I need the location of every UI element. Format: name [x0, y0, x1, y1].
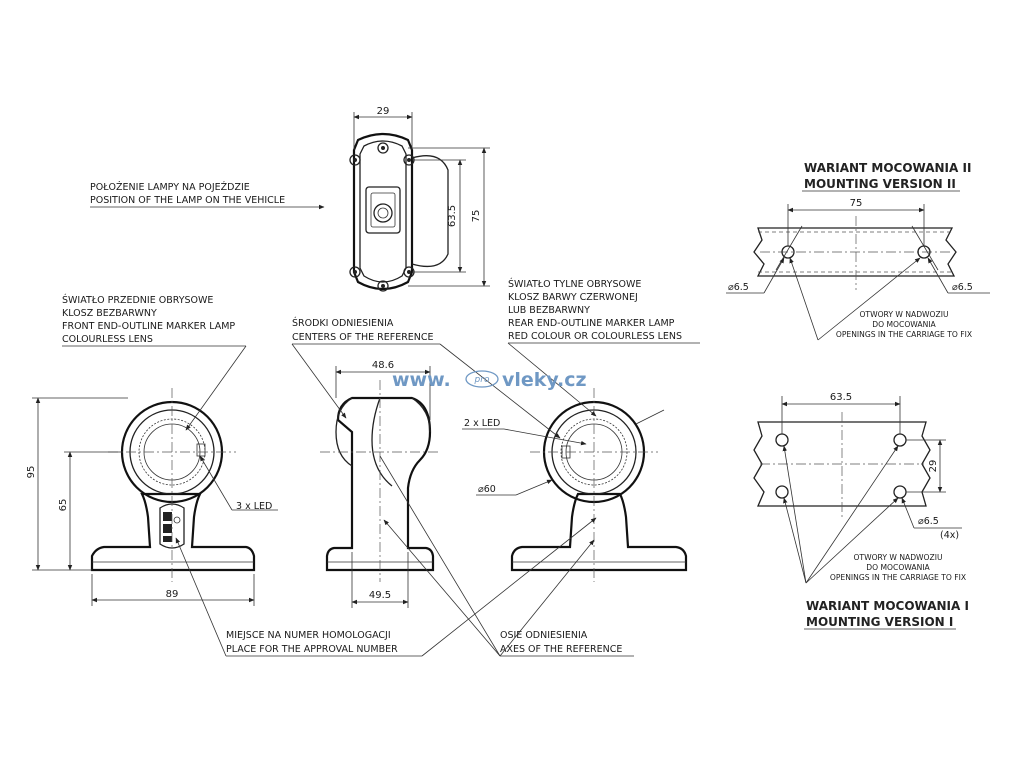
rear-diameter-label: ⌀60 — [478, 484, 496, 495]
mounting-version-1: 63.5 29 ⌀6.5 (4x) OTWORY W NADWOZIU DO M… — [753, 392, 969, 630]
mounting-v2-openings-line1: OTWORY W NADWOZIU — [859, 310, 948, 319]
centers-label-pl: ŚRODKI ODNIESIENIA — [292, 317, 394, 329]
rear-lamp-line5: RED COLOUR OR COLOURLESS LENS — [508, 331, 682, 342]
watermark-badge-ring — [465, 370, 499, 388]
side-view: 48.6 49.5 — [320, 360, 440, 608]
mounting-v1-dim-height: 29 — [928, 460, 939, 473]
mounting-v1-hole-bl — [775, 485, 789, 499]
dim-top-outer: 75 — [471, 210, 482, 223]
mounting-v2-dim-spacing: 75 — [850, 198, 863, 209]
front-led-mark — [196, 443, 206, 457]
mounting-v1-openings-line2: DO MOCOWANIA — [866, 563, 930, 572]
position-label-pl: POŁOŻENIE LAMPY NA POJEŹDZIE — [90, 181, 250, 193]
mounting-v1-title-en: MOUNTING VERSION I — [806, 615, 953, 629]
side-view-body — [325, 396, 435, 572]
mounting-v2-hole-right-label: ⌀6.5 — [952, 282, 973, 293]
mounting-v1-openings-line3: OPENINGS IN THE CARRIAGE TO FIX — [830, 573, 966, 582]
watermark: www. pro vleky.cz — [392, 369, 587, 391]
top-view-inner — [359, 140, 407, 283]
rear-led-label: 2 x LED — [464, 418, 500, 429]
side-lens-front — [335, 397, 353, 467]
rear-lamp-stand — [510, 492, 688, 572]
dim-front-total-height: 95 — [26, 466, 37, 479]
centers-label-en: CENTERS OF THE REFERENCE — [292, 332, 434, 343]
rear-lamp-line3: LUB BEZBARWNY — [508, 305, 590, 316]
front-lamp-line3: FRONT END-OUTLINE MARKER LAMP — [62, 321, 235, 332]
mounting-v1-title-pl: WARIANT MOCOWANIA I — [806, 599, 969, 613]
mounting-version-2: WARIANT MOCOWANIA II MOUNTING VERSION II… — [726, 161, 990, 341]
dim-side-base-width: 49.5 — [369, 590, 391, 601]
mounting-v1-hole-tl — [775, 433, 789, 447]
mounting-v1-hole-diameter: ⌀6.5 — [918, 516, 939, 527]
dim-front-base-width: 89 — [166, 589, 179, 600]
dim-top-inner: 63.5 — [447, 205, 458, 227]
axes-label-en: AXES OF THE REFERENCE — [500, 644, 622, 655]
axes-of-reference: OSIE ODNIESIENIA AXES OF THE REFERENCE — [379, 455, 634, 657]
approval-label-pl: MIEJSCE NA NUMER HOMOLOGACJI — [226, 630, 391, 641]
top-view-arm — [411, 155, 449, 268]
rear-lamp-line1: ŚWIATŁO TYLNE OBRYSOWE — [508, 278, 641, 290]
dim-top-width: 29 — [377, 106, 390, 117]
mounting-v1-dim-spacing: 63.5 — [830, 392, 852, 403]
watermark-prefix: www. — [392, 369, 451, 391]
side-housing-curve — [371, 397, 393, 487]
approval-number: MIEJSCE NA NUMER HOMOLOGACJI PLACE FOR T… — [175, 517, 597, 657]
front-lamp-view: 95 65 89 3 x LED ŚWIATŁO PRZEDNIE OBRYSO… — [26, 294, 278, 606]
front-led-label: 3 x LED — [236, 501, 272, 512]
mounting-v1-hole-tr — [893, 433, 907, 447]
mounting-v1-hole-br — [893, 485, 907, 499]
watermark-badge: pro — [474, 375, 490, 385]
side-lens-rear — [411, 397, 431, 433]
position-label-en: POSITION OF THE LAMP ON THE VEHICLE — [90, 195, 285, 206]
approval-label-en: PLACE FOR THE APPROVAL NUMBER — [226, 644, 398, 655]
centers-of-reference: ŚRODKI ODNIESIENIA CENTERS OF THE REFERE… — [291, 317, 561, 439]
mounting-v2-hole-left-label: ⌀6.5 — [728, 282, 749, 293]
dim-front-axis-height: 65 — [58, 499, 69, 512]
mounting-v2-title-pl: WARIANT MOCOWANIA II — [804, 161, 971, 175]
rear-lamp-line4: REAR END-OUTLINE MARKER LAMP — [508, 318, 675, 329]
rear-lamp-view: 2 x LED ⌀60 ŚWIATŁO TYLNE OBRYSOWE KLOSZ… — [462, 278, 700, 582]
approval-plate — [159, 503, 185, 549]
mounting-v2-title-en: MOUNTING VERSION II — [804, 177, 956, 191]
front-lamp-line1: ŚWIATŁO PRZEDNIE OBRYSOWE — [62, 294, 213, 306]
mounting-v2-openings-line2: DO MOCOWANIA — [872, 320, 936, 329]
axes-label-pl: OSIE ODNIESIENIA — [500, 630, 588, 641]
top-view-body — [352, 132, 414, 291]
dim-side-top-width: 48.6 — [372, 360, 394, 371]
top-view: 29 63.5 75 POŁOŻENIE LAMPY NA POJEŹDZIE … — [90, 106, 490, 292]
front-lamp-line2: KLOSZ BEZBARWNY — [62, 308, 157, 319]
front-lamp-line4: COLOURLESS LENS — [62, 334, 153, 345]
rear-lamp-line2: KLOSZ BARWY CZERWONEJ — [508, 292, 638, 303]
mounting-v1-plate — [753, 421, 931, 507]
mounting-v2-plate — [753, 227, 957, 277]
mounting-v1-hole-count: (4x) — [940, 530, 959, 541]
center-plug — [365, 186, 401, 234]
watermark-suffix: vleky.cz — [502, 369, 587, 391]
mounting-v2-openings-line3: OPENINGS IN THE CARRIAGE TO FIX — [836, 330, 972, 339]
mounting-v1-openings-line1: OTWORY W NADWOZIU — [853, 553, 942, 562]
